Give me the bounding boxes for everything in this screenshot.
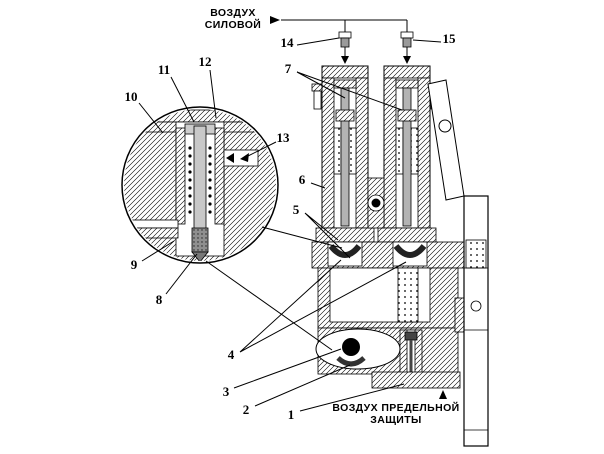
ball-seat — [336, 356, 366, 367]
detail-inset-circle — [121, 106, 279, 264]
power-air-piping — [270, 16, 414, 64]
arm-hole-icon — [438, 119, 452, 133]
power-air-label-line2: СИЛОВОЙ — [205, 18, 262, 31]
cup-seal-left — [328, 244, 362, 258]
air-channel — [397, 267, 419, 323]
poppet — [404, 331, 418, 341]
leader-10 — [138, 102, 164, 134]
rod-nut-left — [335, 109, 355, 122]
callout-9: 9 — [131, 257, 138, 272]
valve-body — [311, 241, 469, 389]
leader-14 — [296, 37, 340, 46]
leader-15 — [412, 39, 442, 43]
callout-4: 4 — [228, 347, 235, 362]
protection-air-arrow-up-icon — [439, 390, 447, 399]
callout-12: 12 — [199, 54, 212, 69]
power-air-label-line1: ВОЗДУХ — [210, 7, 256, 19]
cylinder-flange-left — [315, 227, 375, 243]
callout-13: 13 — [277, 130, 291, 145]
leader-7 — [296, 71, 403, 111]
air-fitting-14 — [338, 31, 352, 48]
detail-spring-dots — [188, 146, 212, 214]
leader-13-arrow-icon — [240, 153, 249, 162]
leader-1 — [299, 383, 405, 412]
rod-nut-right — [397, 109, 417, 122]
leader-5 — [304, 212, 351, 259]
callout-7: 7 — [285, 61, 292, 76]
body-base — [371, 371, 461, 389]
leader-lines — [138, 37, 442, 412]
callout-11: 11 — [158, 62, 170, 77]
detail-plug-tip — [191, 227, 209, 253]
callout-2: 2 — [243, 402, 250, 417]
leader-8 — [165, 253, 198, 295]
detail-stem — [193, 125, 207, 231]
leader-9 — [141, 240, 175, 262]
callout-10: 10 — [125, 89, 138, 104]
protection-air-label-line2: ЗАЩИТЫ — [370, 414, 422, 426]
callout-1: 1 — [288, 407, 295, 422]
mid-block — [367, 177, 385, 229]
leader-6 — [310, 182, 326, 189]
flow-arrow-right-icon — [270, 16, 280, 24]
callout-5: 5 — [293, 202, 300, 217]
leader-12 — [209, 69, 217, 119]
leader-2 — [254, 364, 351, 407]
callout-8: 8 — [156, 292, 163, 307]
leader-3 — [233, 348, 342, 389]
cup-seal-right — [393, 244, 427, 258]
callout-6: 6 — [299, 172, 306, 187]
protection-air-label-line1: ВОЗДУХ ПРЕДЕЛЬНОЙ — [332, 401, 459, 414]
callout-3: 3 — [223, 384, 230, 399]
flow-arrow-down-right-icon — [403, 56, 411, 64]
leader-11 — [170, 76, 195, 123]
callout-15: 15 — [443, 31, 457, 46]
port-arrow-icon — [226, 153, 234, 163]
detail-connection-lines — [205, 226, 343, 351]
callout-14: 14 — [281, 35, 295, 50]
cylinder-flange-right — [377, 227, 437, 243]
piston-rod-left — [340, 87, 350, 227]
air-fitting-15 — [400, 31, 414, 48]
mounting-plate — [463, 195, 489, 447]
piston-rod-right — [402, 87, 412, 227]
flow-arrow-down-left-icon — [341, 56, 349, 64]
callouts: 10 11 12 13 9 8 7 14 15 6 5 4 3 2 1 — [125, 31, 457, 422]
leader-4 — [239, 259, 407, 353]
leader-13 — [243, 141, 277, 159]
pilot-ball-icon — [371, 198, 381, 208]
valve-ball-icon — [342, 338, 360, 356]
